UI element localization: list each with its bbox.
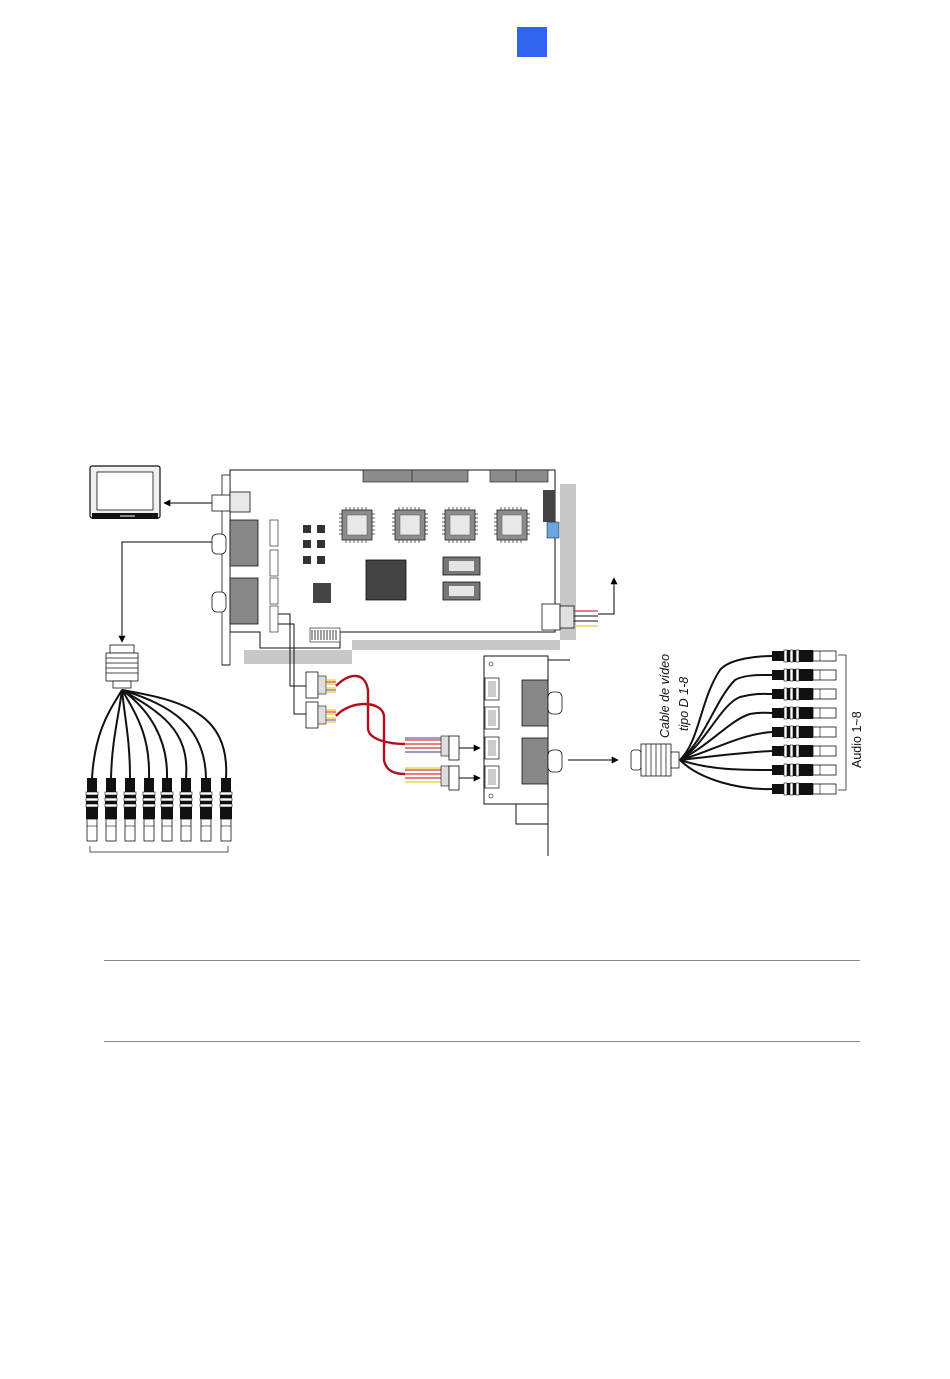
capture-card	[212, 470, 598, 665]
right-bnc-connectors	[772, 650, 836, 795]
top-divider	[104, 960, 860, 961]
video-cable-label-2: tipo D 1-8	[677, 677, 691, 731]
left-bnc-cables	[92, 690, 226, 778]
bottom-divider	[104, 1041, 860, 1042]
right-bnc-cables	[680, 656, 772, 789]
power-arrow	[598, 578, 614, 614]
right-bracket	[838, 655, 846, 790]
d-sub-connector-icon	[106, 645, 138, 688]
left-bnc-connectors	[86, 778, 232, 841]
video-cable-label-1: Cable de vídeo	[658, 654, 672, 738]
expansion-card	[484, 656, 570, 856]
monitor-icon	[90, 466, 160, 519]
video-cable-arrow	[122, 542, 212, 642]
left-bracket	[90, 846, 228, 852]
d-sub-connector-icon	[631, 744, 679, 776]
audio-label: Audio 1~8	[850, 711, 864, 768]
